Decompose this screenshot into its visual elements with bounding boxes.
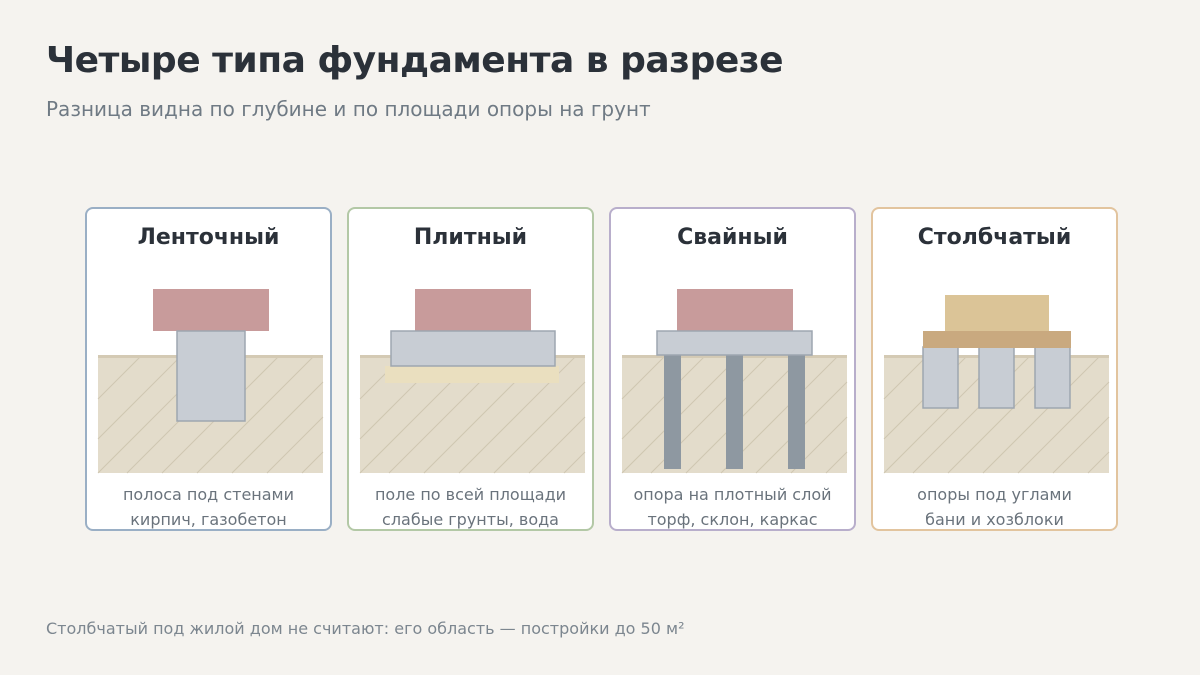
wall (153, 289, 269, 331)
wall (415, 289, 531, 331)
pile-grillage (656, 330, 813, 356)
card-description: поле по всей площади (374, 485, 567, 504)
card-use-cases: слабые грунты, вода (382, 510, 559, 529)
card-description: опоры под углами (917, 485, 1072, 504)
card-use-cases: кирпич, газобетон (130, 510, 287, 529)
column-right (1034, 346, 1071, 409)
card-title: Столбчатый (917, 225, 1072, 250)
pile-foundation-diagram (621, 289, 848, 474)
wall (677, 289, 793, 331)
card-strip-foundation: Ленточный полоса под стенами кирпич, газ… (85, 207, 332, 531)
timber-building (945, 295, 1049, 331)
slab-foundation-diagram (359, 289, 586, 474)
card-use-cases: торф, склон, каркас (647, 510, 818, 529)
pile-right (788, 355, 805, 469)
page-subtitle: Разница видна по глубине и по площади оп… (46, 97, 651, 121)
strip-footing (176, 330, 246, 422)
footnote: Столбчатый под жилой дом не считают: его… (46, 619, 685, 638)
timber-beam (923, 331, 1071, 348)
foundation-slab (390, 330, 556, 367)
column-foundation-diagram (883, 295, 1110, 474)
card-title: Плитный (413, 225, 528, 250)
page-title: Четыре типа фундамента в разрезе (46, 40, 784, 81)
column-middle (978, 346, 1015, 409)
column-left (922, 346, 959, 409)
card-use-cases: бани и хозблоки (925, 510, 1064, 529)
card-column-foundation: Столбчатый опоры под углами бани и хозбл… (871, 207, 1118, 531)
card-description: полоса под стенами (122, 485, 295, 504)
card-title: Ленточный (137, 225, 280, 250)
card-slab-foundation: Плитный поле по всей площади слабые грун… (347, 207, 594, 531)
strip-foundation-diagram (97, 289, 324, 474)
pile-middle (726, 355, 743, 469)
pile-left (664, 355, 681, 469)
sand-cushion (385, 366, 559, 383)
card-pile-foundation: Свайный опора на плотный слой торф, скло… (609, 207, 856, 531)
card-description: опора на плотный слой (633, 485, 832, 504)
card-title: Свайный (677, 225, 788, 250)
